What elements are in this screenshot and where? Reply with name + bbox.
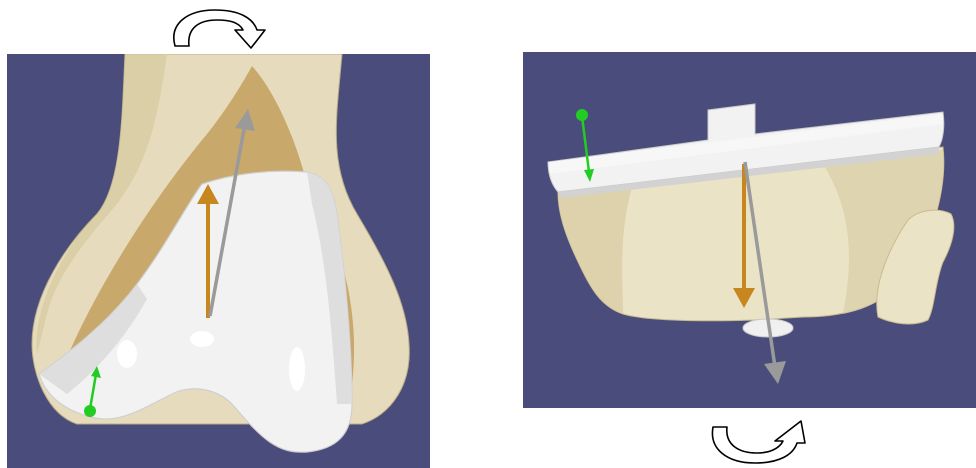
femoral-implant-panel [7, 54, 430, 468]
rotation-arrow-top-icon [165, 4, 275, 52]
tibial-implant-panel [523, 52, 976, 408]
green-marker-dot [84, 405, 96, 417]
rotation-arrow-bottom-icon [705, 417, 815, 467]
